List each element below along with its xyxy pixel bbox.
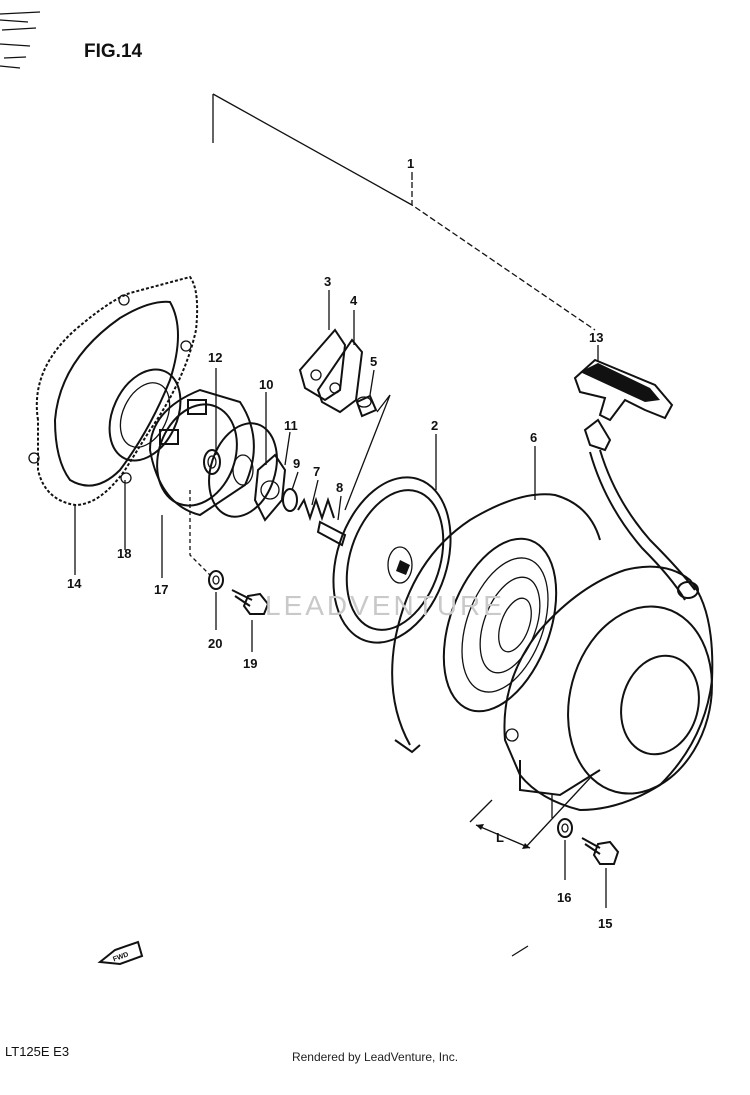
callout-13: 13 <box>589 330 603 345</box>
callout-6: 6 <box>530 430 537 445</box>
callout-1: 1 <box>407 156 414 171</box>
plate-part-18 <box>108 368 182 462</box>
callout-7: 7 <box>313 464 320 479</box>
washer-part-20 <box>189 490 224 630</box>
starter-case <box>503 565 714 812</box>
forward-arrow-icon: FWD <box>97 940 144 966</box>
drive-cup-part-17 <box>148 388 255 517</box>
handle-part-13 <box>573 358 699 601</box>
callout-12: 12 <box>208 350 222 365</box>
callout-5: 5 <box>370 354 377 369</box>
scan-mark <box>511 945 529 957</box>
leader-line-5 <box>344 394 391 511</box>
callout-9: 9 <box>293 456 300 471</box>
callout-18: 18 <box>117 546 131 561</box>
dimension-l: L <box>469 777 591 849</box>
friction-plate-part-10 <box>208 422 278 518</box>
callout-17: 17 <box>154 582 168 597</box>
callout-2: 2 <box>431 418 438 433</box>
leader-lines <box>74 172 599 578</box>
model-code: LT125E E3 <box>5 1044 69 1059</box>
gasket-part-14 <box>28 275 199 507</box>
spring-part-9 <box>282 488 298 512</box>
callout-16: 16 <box>557 890 571 905</box>
callout-labels: 1 2 3 4 5 6 7 8 9 10 11 12 13 14 15 16 1… <box>67 156 612 931</box>
scan-noise <box>0 11 41 69</box>
callout-3: 3 <box>324 274 331 289</box>
coil-spring-part-7 <box>297 496 335 522</box>
pin-part-8 <box>316 520 347 547</box>
recoil-spring-part-6 <box>391 493 601 754</box>
callout-10: 10 <box>259 377 273 392</box>
spring-part-12 <box>203 449 221 475</box>
assembly-bracket <box>212 93 596 331</box>
callout-11: 11 <box>284 418 298 433</box>
pawl-part-4 <box>316 338 364 414</box>
callout-4: 4 <box>350 293 358 308</box>
washer-part-16 <box>551 795 573 880</box>
callout-14: 14 <box>67 576 82 591</box>
dimension-label: L <box>496 830 504 845</box>
bolt-part-19 <box>231 589 270 652</box>
bushing-part-5 <box>355 394 378 418</box>
reel-part-2 <box>332 476 452 644</box>
callout-20: 20 <box>208 636 222 651</box>
bolt-part-15 <box>581 837 620 908</box>
watermark: LEADVENTURE <box>265 590 505 621</box>
figure-title: FIG.14 <box>84 41 143 62</box>
callout-15: 15 <box>598 916 612 931</box>
callout-8: 8 <box>336 480 343 495</box>
callout-19: 19 <box>243 656 257 671</box>
pawl-part-3 <box>298 328 347 402</box>
footer-credit: Rendered by LeadVenture, Inc. <box>291 1050 459 1064</box>
